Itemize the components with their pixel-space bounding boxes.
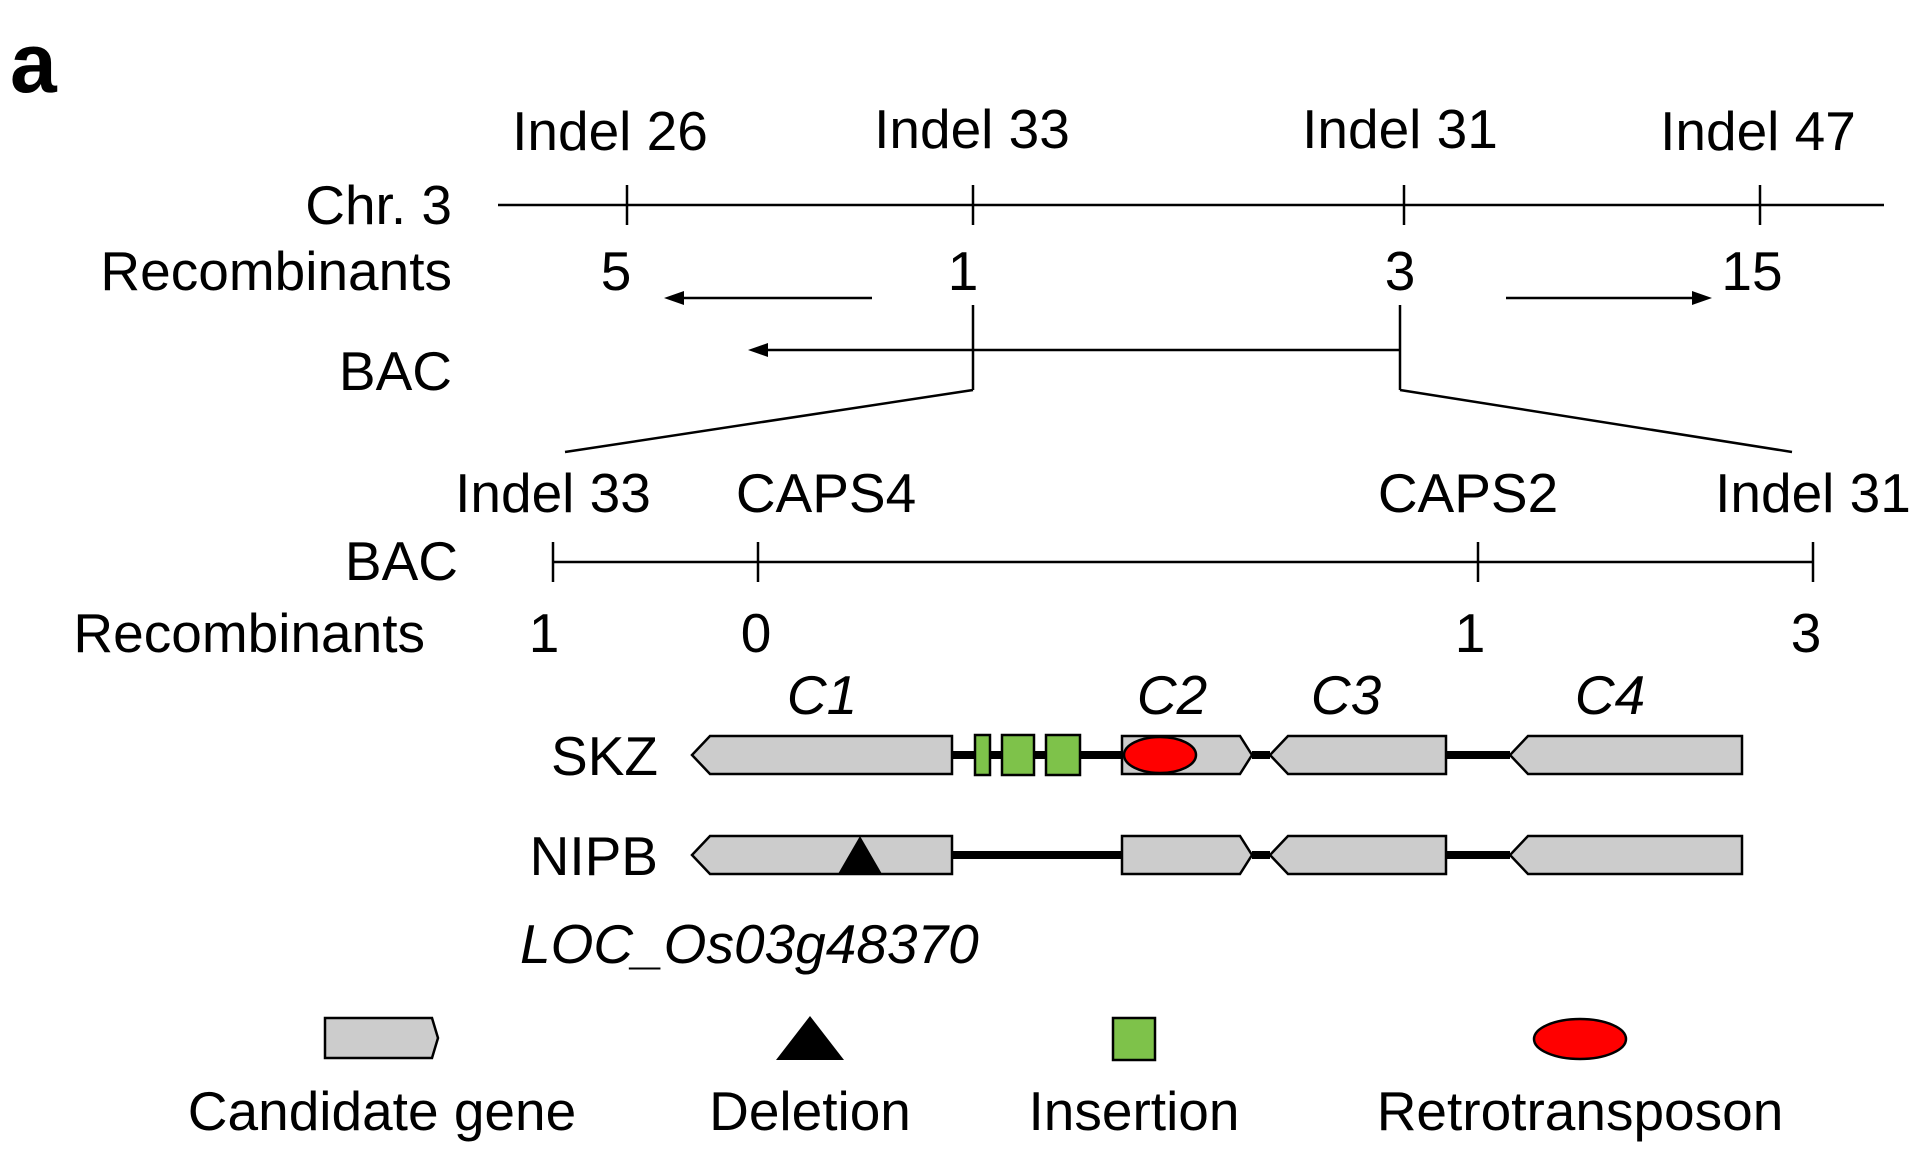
panel-label: a xyxy=(10,16,58,110)
bac-marker-indel-31: Indel 31 xyxy=(1715,462,1911,524)
top-bac-label: BAC xyxy=(339,340,452,402)
haplotype-label-nipb: NIPB xyxy=(530,825,658,887)
bac-map: Indel 33 CAPS4 CAPS2 Indel 31 BAC Recomb… xyxy=(73,462,1910,664)
top-map: Indel 26 Indel 33 Indel 31 Indel 47 Chr.… xyxy=(100,98,1884,454)
bac-marker-indel-33: Indel 33 xyxy=(455,462,651,524)
top-marker-indel-47: Indel 47 xyxy=(1660,100,1856,162)
top-marker-indel-33: Indel 33 xyxy=(874,98,1070,160)
top-recombinants-indel-26: 5 xyxy=(601,240,632,302)
bac-recombinants-caps4: 0 xyxy=(741,602,772,664)
legend-candidate-gene-label: Candidate gene xyxy=(188,1080,576,1142)
zoom-line-right xyxy=(1399,388,1793,454)
legend-retrotransposon-icon xyxy=(1532,1017,1628,1061)
top-marker-indel-26: Indel 26 xyxy=(512,100,708,162)
nipb-gene-c4 xyxy=(1508,834,1744,876)
right-arrowhead xyxy=(1692,291,1712,305)
left-arrowhead xyxy=(664,291,684,305)
legend-candidate-gene-icon xyxy=(323,1016,440,1060)
skz-insertion-3 xyxy=(1044,733,1082,777)
nipb-gene-c1 xyxy=(690,834,954,876)
legend-insertion-label: Insertion xyxy=(1029,1080,1240,1142)
bac-recombinants-indel-31: 3 xyxy=(1791,602,1822,664)
legend-insertion-icon xyxy=(1111,1016,1157,1062)
skz-insertion-1 xyxy=(973,733,992,777)
gene-labels: C1 C2 C3 C4 xyxy=(787,664,1645,726)
nipb-gene-c2 xyxy=(1120,834,1254,876)
top-recombinants-indel-33: 1 xyxy=(948,240,979,302)
haplotype-nipb: NIPB xyxy=(530,825,1744,887)
top-marker-indel-31: Indel 31 xyxy=(1302,98,1498,160)
top-recombinants-label: Recombinants xyxy=(100,240,452,302)
bac-recombinants-label: Recombinants xyxy=(73,602,425,664)
skz-gene-c4 xyxy=(1508,734,1744,776)
gene-label-c1: C1 xyxy=(787,664,857,726)
bac-recombinants-indel-33: 1 xyxy=(529,602,560,664)
top-recombinants-indel-47: 15 xyxy=(1721,240,1782,302)
top-recombinants-indel-31: 3 xyxy=(1385,240,1416,302)
bac-label: BAC xyxy=(345,530,458,592)
chromosome-label: Chr. 3 xyxy=(305,174,452,236)
haplotype-label-skz: SKZ xyxy=(551,725,658,787)
skz-retrotransposon xyxy=(1122,735,1198,775)
skz-gene-c3 xyxy=(1268,734,1448,776)
legend-deletion-icon xyxy=(776,1016,844,1060)
legend-retrotransposon-label: Retrotransposon xyxy=(1377,1080,1784,1142)
nipb-deletion xyxy=(838,836,882,874)
legend-deletion-label: Deletion xyxy=(709,1080,911,1142)
bac-recombinants-caps2: 1 xyxy=(1455,602,1486,664)
bac-arrowhead xyxy=(748,343,768,357)
skz-insertion-2 xyxy=(1000,733,1036,777)
haplotype-skz: SKZ xyxy=(551,725,1744,787)
gene-label-c3: C3 xyxy=(1311,664,1382,726)
legend: Candidate gene Deletion Insertion Retrot… xyxy=(188,1016,1784,1142)
nipb-gene-c3 xyxy=(1268,834,1448,876)
skz-gene-c1 xyxy=(690,734,954,776)
zoom-line-left xyxy=(564,388,974,454)
bac-marker-caps4: CAPS4 xyxy=(736,462,916,524)
gene-label-c4: C4 xyxy=(1575,664,1645,726)
bac-marker-caps2: CAPS2 xyxy=(1378,462,1558,524)
gene-label-c2: C2 xyxy=(1137,664,1207,726)
gene-locus-label: LOC_Os03g48370 xyxy=(520,913,979,975)
